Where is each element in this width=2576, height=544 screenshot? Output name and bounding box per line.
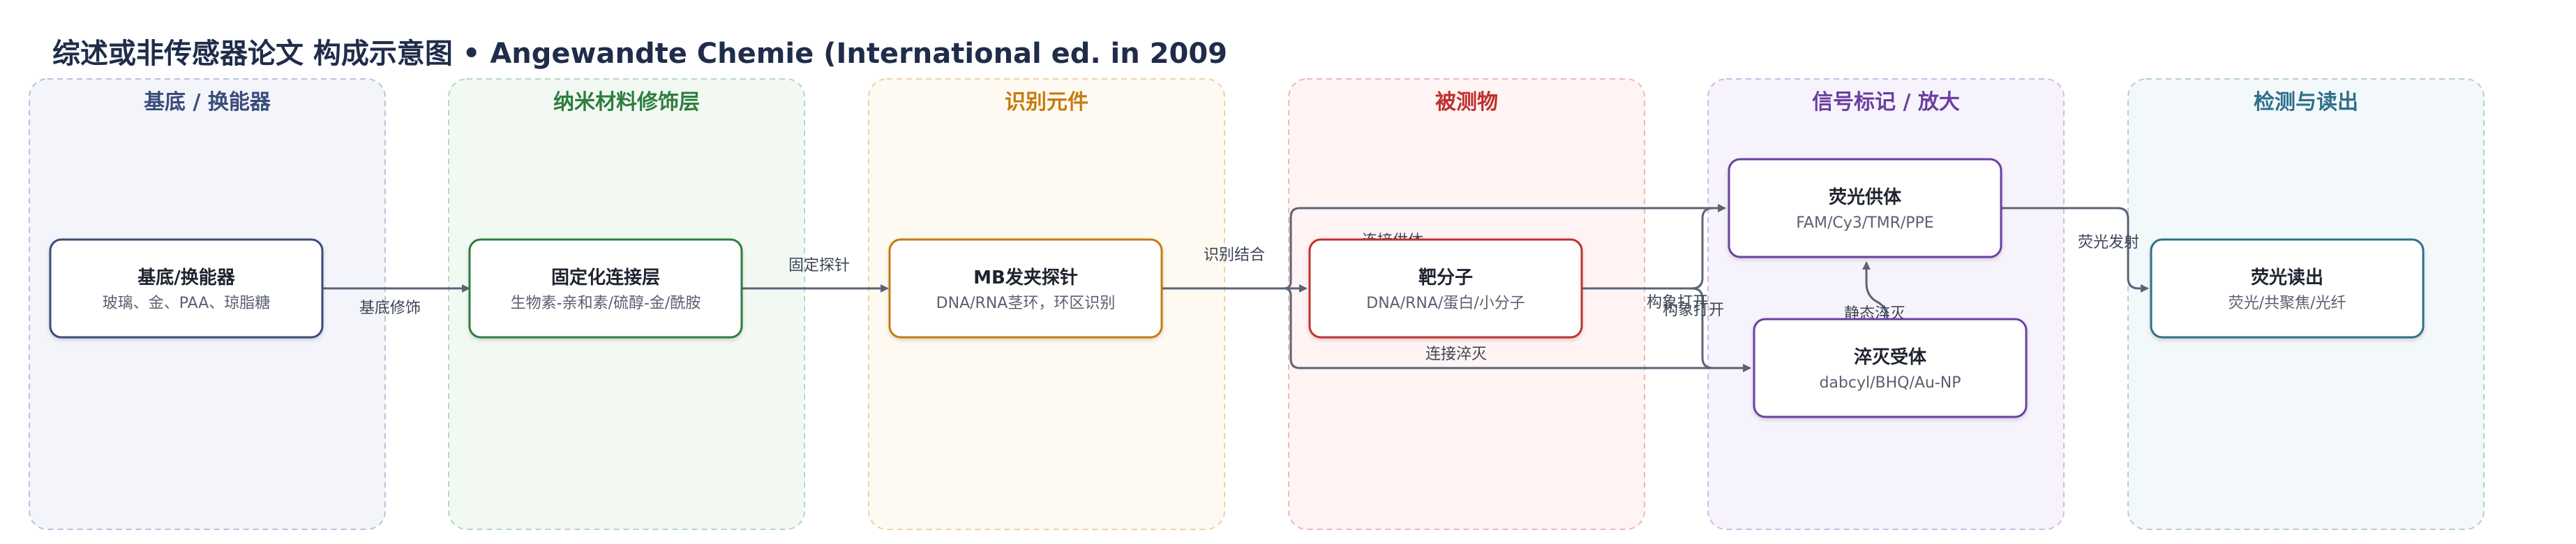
node-readout-sub: 荧光/共聚焦/光纤 bbox=[2229, 295, 2346, 312]
lane-signal-title: 信号标记 / 放大 bbox=[1812, 90, 1960, 115]
edge-donor-readout bbox=[2001, 207, 2149, 293]
node-probe-title: MB发夹探针 bbox=[973, 267, 1078, 288]
lane-substrate-title: 基底 / 换能器 bbox=[144, 90, 271, 115]
node-quencher-sub: dabcyl/BHQ/Au-NP bbox=[1819, 374, 1961, 392]
node-substrate-box[interactable] bbox=[49, 238, 324, 339]
edge-quencher-donor bbox=[1862, 261, 1889, 321]
lane-readout-title: 检测与读出 bbox=[2254, 90, 2358, 115]
page-title: 综述或非传感器论文 构成示意图 • Angewandte Chemie (Int… bbox=[52, 38, 1227, 70]
edge-target-quencher bbox=[1582, 287, 1751, 372]
node-substrate[interactable]: 基底/换能器 玻璃、金、PAA、琼脂糖 bbox=[49, 238, 324, 339]
node-linker-title: 固定化连接层 bbox=[551, 267, 660, 288]
node-donor-box[interactable] bbox=[1728, 158, 2002, 258]
edge-label-target-donor: 构象打开 bbox=[1647, 294, 1708, 311]
node-substrate-title: 基底/换能器 bbox=[137, 267, 235, 288]
node-probe-sub: DNA/RNA茎环，环区识别 bbox=[936, 295, 1116, 312]
lane-analyte-title: 被测物 bbox=[1435, 90, 1498, 115]
edge-label-target-quencher: 构象打开 bbox=[1663, 302, 1724, 319]
node-quencher-box[interactable] bbox=[1753, 318, 2028, 418]
node-linker[interactable]: 固定化连接层 生物素-亲和素/硫醇-金/酰胺 bbox=[468, 238, 743, 339]
edge-label-linker-probe: 固定探针 bbox=[788, 257, 850, 274]
node-readout-box[interactable] bbox=[2150, 238, 2425, 339]
node-quencher[interactable]: 淬灭受体 dabcyl/BHQ/Au-NP bbox=[1753, 318, 2028, 418]
node-donor[interactable]: 荧光供体 FAM/Cy3/TMR/PPE bbox=[1728, 158, 2002, 258]
node-quencher-title: 淬灭受体 bbox=[1854, 346, 1927, 368]
lane-nano-title: 纳米材料修饰层 bbox=[553, 90, 700, 115]
lane-signal: 信号标记 / 放大 bbox=[1707, 78, 2065, 530]
edge-label-probe-quencher: 连接淬灭 bbox=[1425, 346, 1487, 363]
lane-signal-box bbox=[1707, 78, 2065, 530]
edge-label-probe-target: 识别结合 bbox=[1204, 247, 1265, 264]
node-linker-sub: 生物素-亲和素/硫醇-金/酰胺 bbox=[511, 295, 701, 312]
lane-recognition-title: 识别元件 bbox=[1005, 90, 1088, 115]
edge-label-donor-readout: 荧光发射 bbox=[2078, 234, 2139, 251]
node-readout[interactable]: 荧光读出 荧光/共聚焦/光纤 bbox=[2150, 238, 2425, 339]
node-target-sub: DNA/RNA/蛋白/小分子 bbox=[1366, 295, 1525, 312]
node-probe[interactable]: MB发夹探针 DNA/RNA茎环，环区识别 bbox=[888, 238, 1163, 339]
node-substrate-sub: 玻璃、金、PAA、琼脂糖 bbox=[103, 295, 271, 312]
node-donor-sub: FAM/Cy3/TMR/PPE bbox=[1796, 214, 1933, 232]
node-target[interactable]: 靶分子 DNA/RNA/蛋白/小分子 bbox=[1308, 238, 1583, 339]
node-target-box[interactable] bbox=[1308, 238, 1583, 339]
node-readout-title: 荧光读出 bbox=[2251, 267, 2323, 288]
node-donor-title: 荧光供体 bbox=[1829, 187, 1902, 208]
nodes: 基底/换能器 玻璃、金、PAA、琼脂糖 固定化连接层 生物素-亲和素/硫醇-金/… bbox=[49, 158, 2425, 418]
node-target-title: 靶分子 bbox=[1418, 267, 1473, 288]
node-probe-box[interactable] bbox=[888, 238, 1163, 339]
edge-target-donor bbox=[1582, 204, 1726, 290]
edge-probe-quencher bbox=[1277, 287, 1751, 372]
node-linker-box[interactable] bbox=[468, 238, 743, 339]
edge-label-substrate-linker: 基底修饰 bbox=[359, 300, 421, 317]
edges bbox=[322, 204, 2149, 372]
